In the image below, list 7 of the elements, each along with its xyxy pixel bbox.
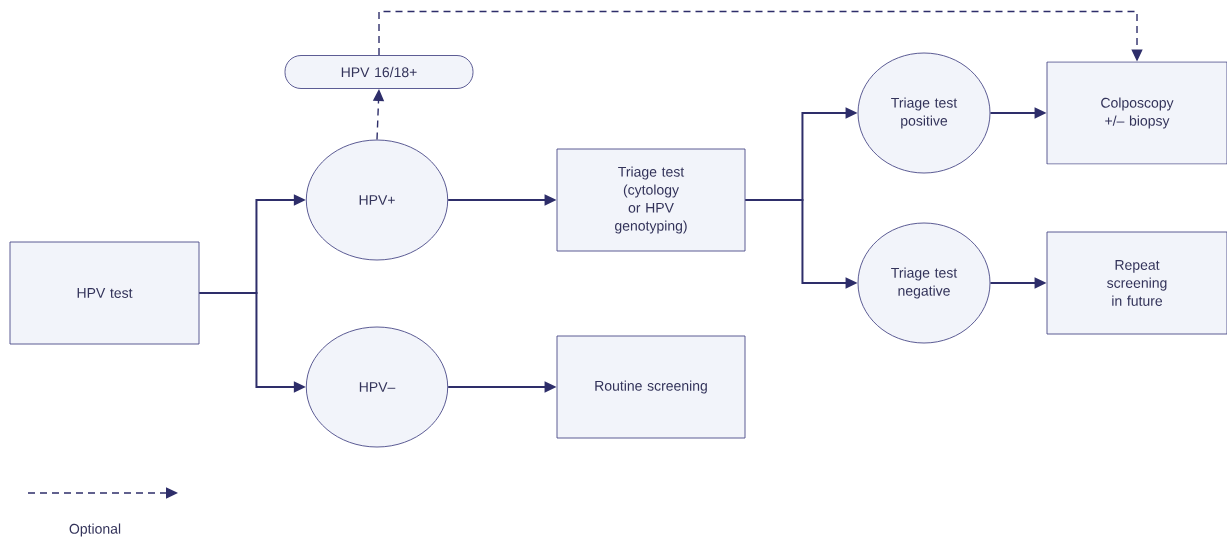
process-box: Repeat screening in future: [1046, 231, 1227, 335]
process-box: HPV test: [9, 241, 200, 345]
process-box: Routine screening: [556, 335, 746, 439]
result-pill: HPV 16/18+: [284, 55, 474, 89]
process-box: Colposcopy +/– biopsy: [1046, 61, 1227, 165]
legend-label: Optional: [69, 523, 121, 537]
process-box: Triage test (cytology or HPV genotyping): [556, 148, 746, 252]
